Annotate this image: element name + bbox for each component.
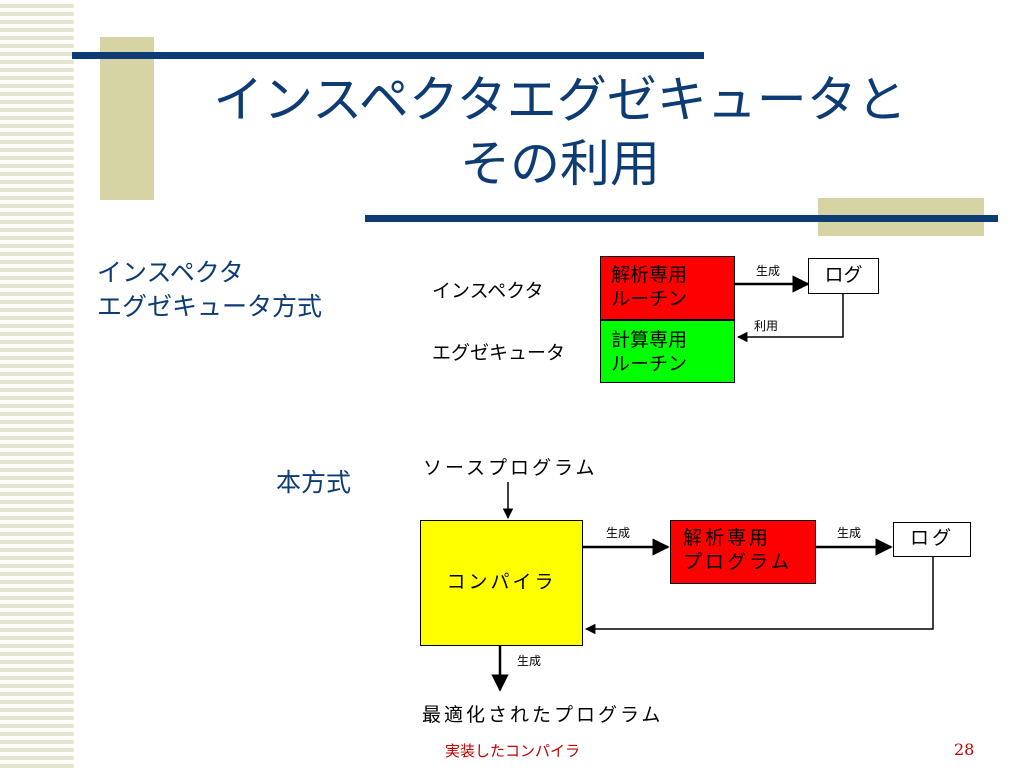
analysis-routine-line-2: ルーチン xyxy=(611,288,688,310)
analysis-routine-line-1: 解析専用 xyxy=(611,264,688,286)
decorative-stripes xyxy=(0,0,74,768)
log-box: ログ xyxy=(808,258,879,294)
generate-label-analysis-to-log: 生成 xyxy=(837,526,862,540)
analysis-routine-box: 解析専用 ルーチン xyxy=(600,256,735,320)
section1-label-line-1: インスペクタ xyxy=(97,258,244,287)
title-line-2: その利用 xyxy=(460,135,660,193)
generate-label: 生成 xyxy=(756,264,781,278)
compute-routine-line-2: ルーチン xyxy=(611,353,688,375)
analysis-program-line-2: プログラム xyxy=(683,551,793,573)
section2-label: 本方式 xyxy=(276,468,352,497)
title-line-1: インスペクタエグゼキュータと xyxy=(213,71,907,129)
arrow-log-to-compiler xyxy=(584,557,934,635)
footer-title: 実装したコンパイラ xyxy=(445,742,581,760)
generate-label-compiler-to-optimized: 生成 xyxy=(517,654,542,668)
slide-title: インスペクタエグゼキュータと その利用 xyxy=(160,68,960,196)
analysis-program-box: 解析専用 プログラム xyxy=(670,520,816,584)
compute-routine-box: 計算専用 ルーチン xyxy=(600,320,735,383)
log-box-2: ログ xyxy=(893,522,971,557)
use-label: 利用 xyxy=(754,319,779,333)
page-number: 28 xyxy=(954,740,975,759)
executor-row-label: エグゼキュータ xyxy=(432,342,566,364)
decorative-block-top xyxy=(100,37,154,200)
compute-routine-line-1: 計算専用 xyxy=(611,329,688,351)
section1-label: インスペクタ エグゼキュータ方式 xyxy=(97,256,322,324)
analysis-program-line-1: 解析専用 xyxy=(683,527,772,549)
generate-label-compiler-to-analysis: 生成 xyxy=(606,526,631,540)
arrow-log-to-compute xyxy=(736,294,844,343)
compiler-box: コンパイラ xyxy=(420,520,583,646)
source-program-label: ソースプログラム xyxy=(423,457,598,479)
inspector-row-label: インスペクタ xyxy=(432,280,544,302)
decorative-line-bottom xyxy=(365,215,998,222)
optimized-program-label: 最適化されたプログラム xyxy=(422,704,664,726)
decorative-line-top xyxy=(72,52,704,59)
section1-label-line-2: エグゼキュータ方式 xyxy=(97,292,323,321)
